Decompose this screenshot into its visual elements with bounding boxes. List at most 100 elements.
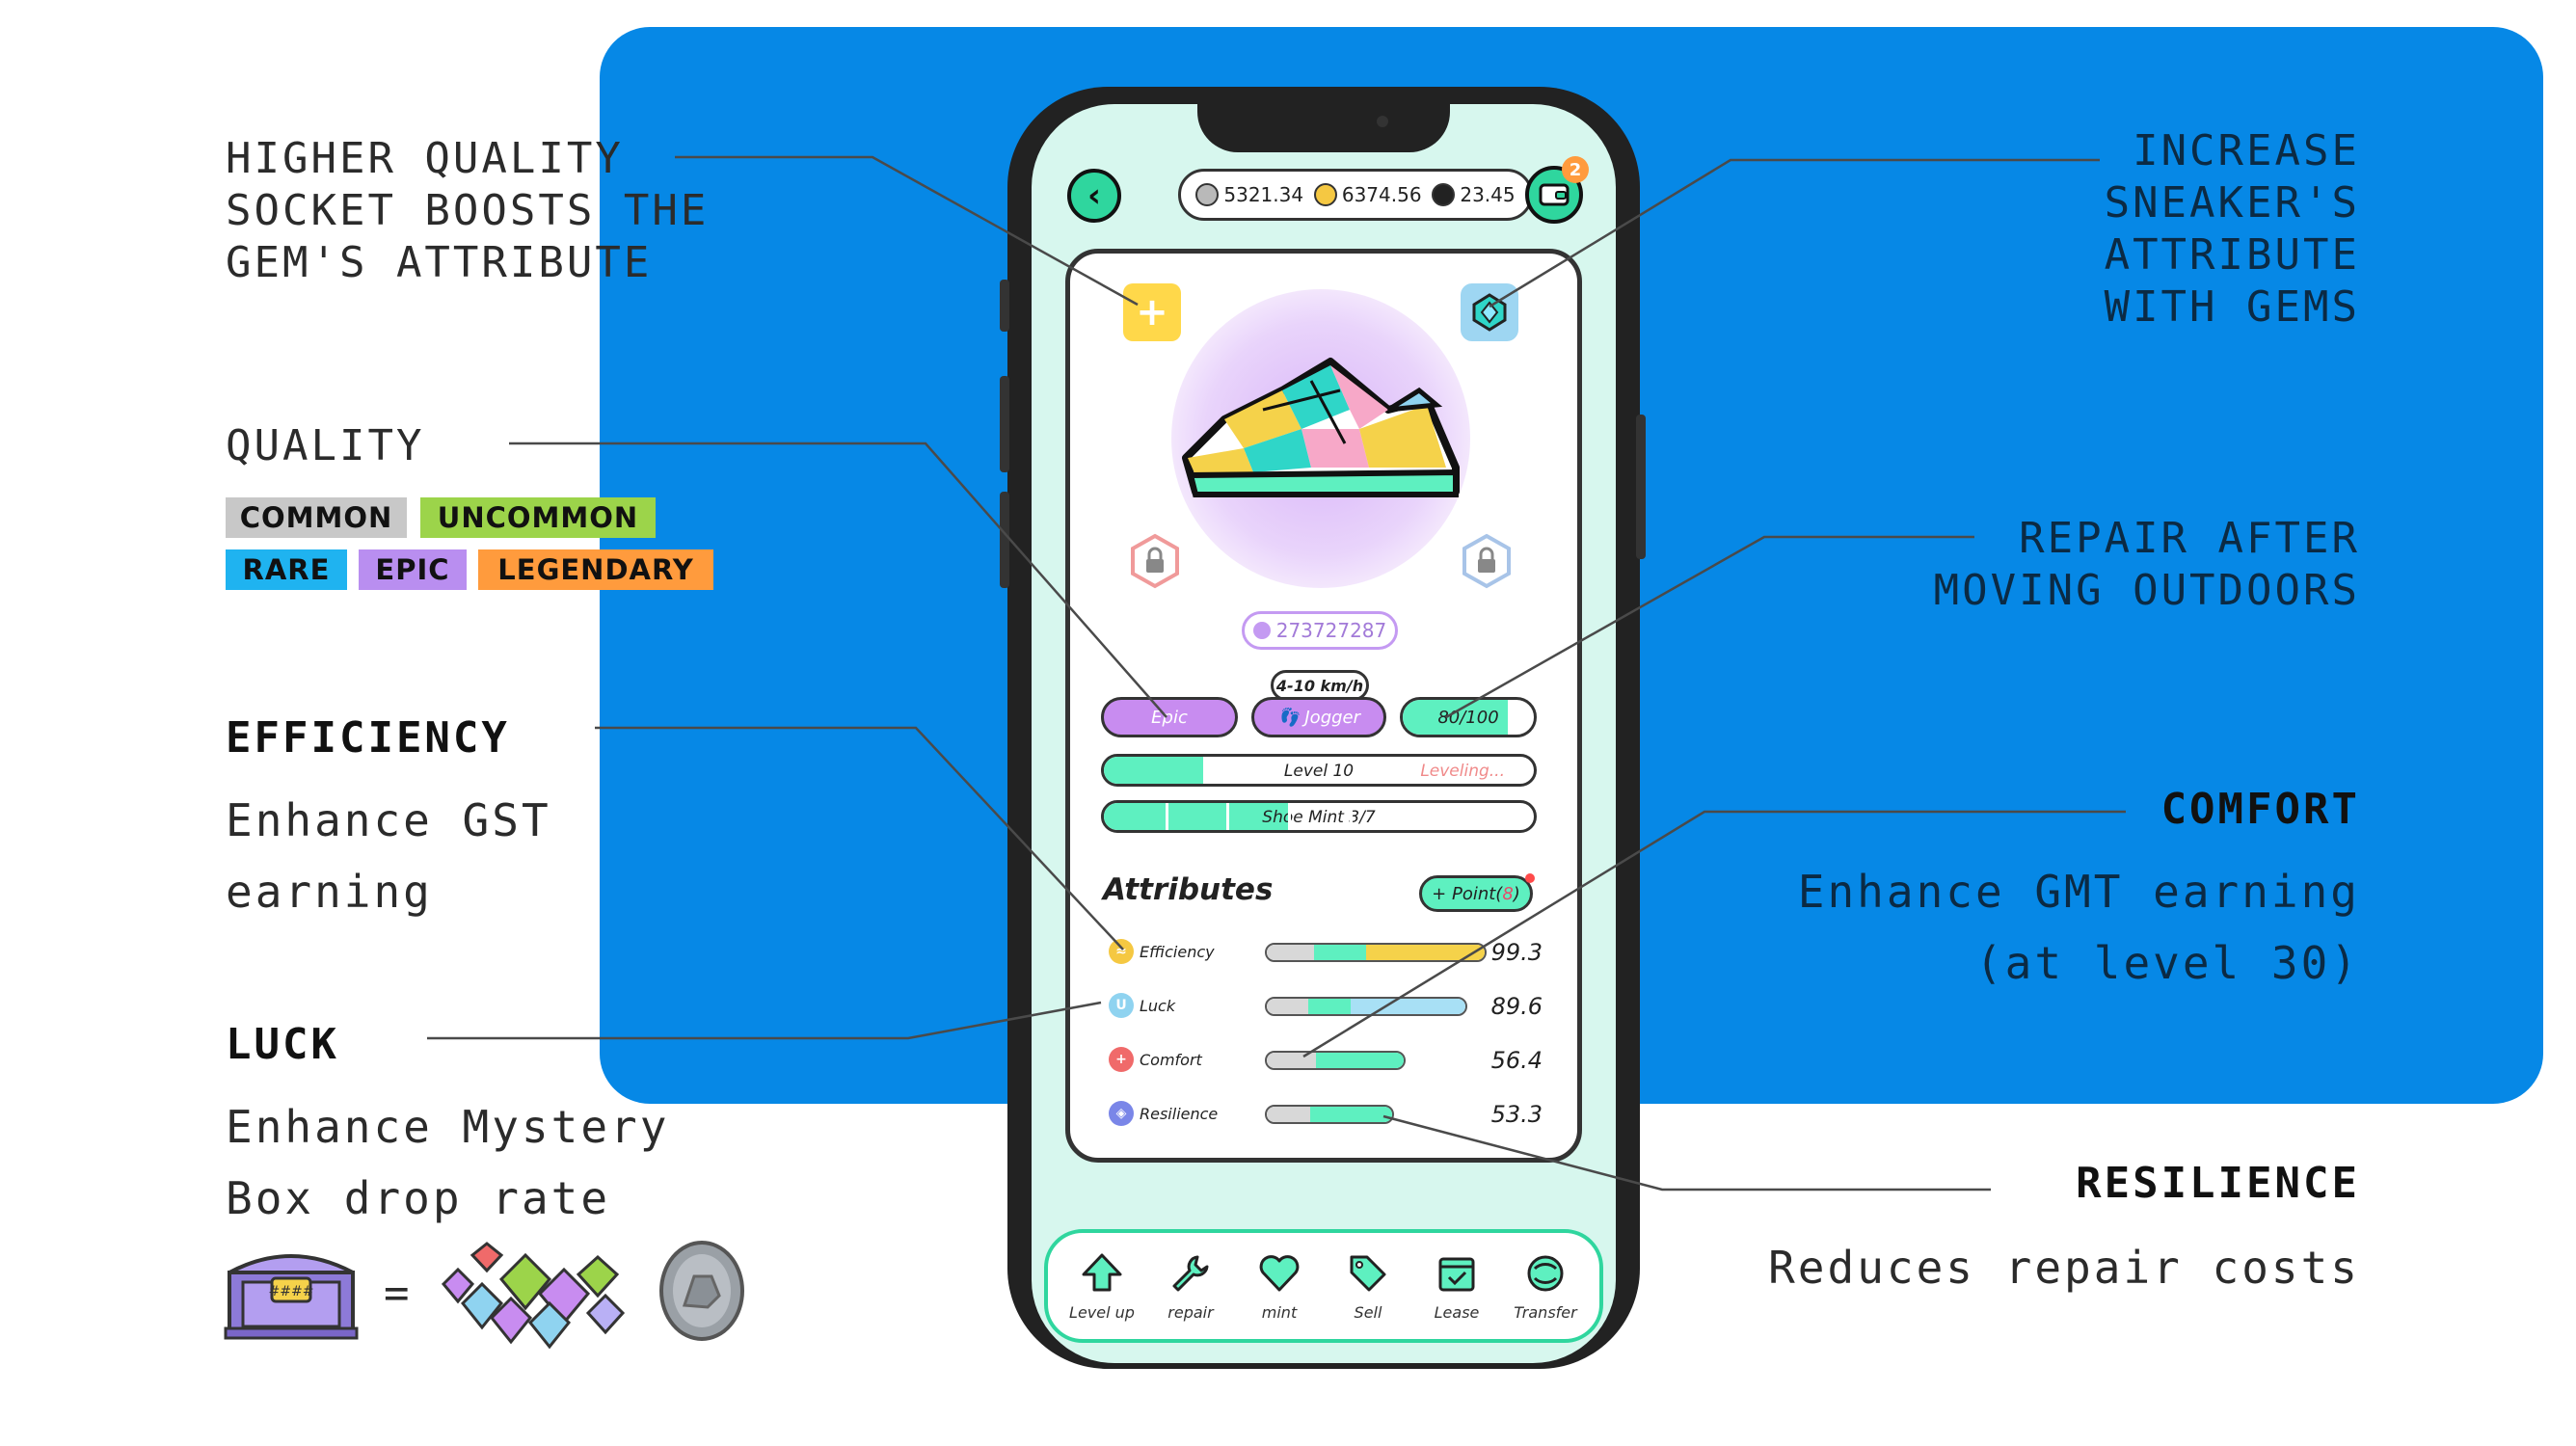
sneaker-id: 273727287 [1242, 611, 1398, 650]
notification-badge: 2 [1562, 156, 1589, 183]
gmt-coin-icon [659, 1241, 744, 1341]
equals-sign: = [384, 1269, 410, 1318]
gem-icon [1472, 293, 1507, 332]
gem-socket[interactable] [1461, 283, 1518, 341]
wallet-balance-bar: 5321.34 6374.56 23.45 [1178, 169, 1533, 221]
attribute-value: 56.4 [1490, 1047, 1543, 1074]
transfer-globe-icon [1527, 1255, 1564, 1291]
annotation-socket-quality: HIGHER QUALITY SOCKET BOOSTS THE GEM'S A… [226, 134, 710, 287]
annotation-comfort-title: COMFORT [2160, 785, 2360, 834]
annotation-luck-desc: Enhance Mystery Box drop rate [226, 1101, 670, 1224]
calendar-check-icon [1438, 1257, 1475, 1291]
gmt-coin-icon [1432, 183, 1456, 206]
attribute-value: 89.6 [1490, 993, 1543, 1020]
attribute-name: Efficiency [1140, 943, 1215, 961]
annotation-efficiency-title: EFFICIENCY [226, 713, 510, 763]
lock-icon [1131, 533, 1179, 589]
attribute-name: Comfort [1140, 1051, 1202, 1069]
nav-transfer[interactable]: Transfer [1507, 1251, 1584, 1322]
attribute-bar-segment [1267, 999, 1309, 1014]
camera-dot [1377, 116, 1388, 127]
mint-segment-divider [1165, 803, 1168, 830]
attribute-name: Resilience [1140, 1105, 1219, 1123]
quality-pill: Epic [1101, 697, 1238, 737]
attribute-bar [1265, 1105, 1394, 1124]
phone-side-button [1000, 280, 1009, 332]
badge-epic: EPIC [359, 549, 467, 590]
attributes-title: Attributes [1103, 872, 1274, 907]
balance-gmt: 23.45 [1432, 183, 1516, 206]
attribute-name: Luck [1140, 997, 1176, 1015]
level-up-arrow-icon [1082, 1253, 1122, 1291]
phone-side-button [1636, 415, 1646, 559]
balance-sol: 5321.34 [1195, 183, 1303, 206]
socket-add-button[interactable]: + [1123, 283, 1181, 341]
gems-pile-icon [441, 1242, 626, 1350]
annotation-repair: REPAIR AFTER MOVING OUTDOORS [1933, 514, 2360, 615]
attribute-row-comfort: + Comfort 56.4 [1109, 1041, 1552, 1080]
lock-icon [1462, 533, 1511, 589]
mint-segment-divider [1349, 803, 1353, 830]
annotation-quality-title: QUALITY [226, 421, 425, 470]
mystery-box-icon: #### [224, 1254, 359, 1340]
level-status: Leveling... [1420, 762, 1505, 781]
nav-level-up[interactable]: Level up [1063, 1251, 1140, 1322]
sol-coin-icon [1195, 183, 1220, 206]
level-progress-bar: Level 10 Leveling... [1101, 754, 1537, 787]
phone-notch [1197, 93, 1450, 152]
add-point-button[interactable]: + Point(8) [1419, 875, 1533, 912]
type-pill: 👣 Jogger [1251, 697, 1386, 737]
nav-mint[interactable]: mint [1241, 1251, 1318, 1322]
attribute-bar-segment [1267, 1107, 1310, 1122]
mint-segment-divider [1226, 803, 1230, 830]
nav-sell[interactable]: Sell [1329, 1251, 1407, 1322]
resilience-icon: ◈ [1109, 1101, 1134, 1126]
badge-uncommon: UNCOMMON [420, 497, 656, 538]
attribute-bar-segment [1309, 1107, 1392, 1122]
efficiency-icon: ≈ [1109, 939, 1134, 964]
svg-text:####: #### [269, 1284, 314, 1299]
balance-gst: 6374.56 [1313, 183, 1422, 206]
durability-pill: 80/100 [1400, 697, 1537, 737]
mint-segment-divider [1410, 803, 1414, 830]
nav-lease[interactable]: Lease [1418, 1251, 1495, 1322]
shoe-mint-bar: Shoe Mint 3/7 [1101, 800, 1537, 833]
attribute-value: 99.3 [1490, 939, 1543, 966]
badge-legendary: LEGENDARY [478, 549, 713, 590]
attribute-bar [1265, 943, 1487, 962]
attribute-bar-segment [1267, 1053, 1316, 1068]
attribute-bar [1265, 997, 1467, 1016]
wallet-icon [1539, 183, 1570, 206]
annotation-comfort-desc: Enhance GMT earning (at level 30) [1797, 866, 2360, 989]
gst-coin-icon [1313, 183, 1337, 206]
mint-label: Shoe Mint 3/7 [1262, 808, 1376, 827]
price-tag-icon [1350, 1255, 1386, 1291]
locked-socket [1126, 532, 1184, 590]
footprints-icon: 👣 [1276, 707, 1300, 728]
notification-dot [1525, 873, 1535, 883]
badge-common: COMMON [226, 497, 407, 538]
wrench-icon [1172, 1255, 1209, 1291]
bottom-action-bar: Level up repair mint Sell Lease Transfer [1044, 1229, 1603, 1343]
annotation-resilience-desc: Reduces repair costs [1768, 1242, 2360, 1294]
attribute-bar-segment [1308, 999, 1351, 1014]
back-button[interactable]: ‹ [1067, 169, 1121, 223]
annotation-efficiency-desc: Enhance GST earning [226, 794, 551, 918]
level-label: Level 10 [1283, 762, 1355, 781]
heart-icon [1259, 1254, 1300, 1291]
mint-fill [1104, 803, 1289, 830]
nav-repair[interactable]: repair [1152, 1251, 1229, 1322]
attribute-bar-segment [1315, 1053, 1404, 1068]
attribute-bar-segment [1314, 945, 1366, 960]
comfort-icon: + [1109, 1047, 1134, 1072]
attribute-bar-segment [1267, 945, 1315, 960]
attribute-bar-segment [1350, 999, 1465, 1014]
annotation-luck-title: LUCK [226, 1020, 339, 1069]
plus-icon: + [1136, 290, 1168, 335]
sneaker-image [1182, 358, 1460, 497]
annotation-resilience-title: RESILIENCE [2076, 1159, 2360, 1208]
attribute-row-efficiency: ≈ Efficiency 99.3 [1109, 933, 1552, 972]
phone-side-button [1000, 492, 1009, 588]
